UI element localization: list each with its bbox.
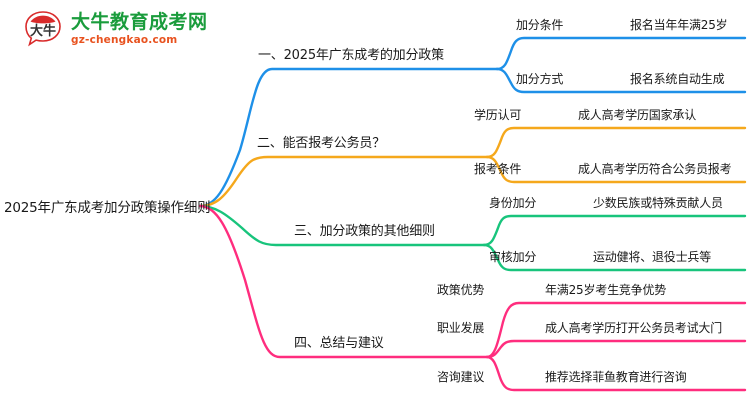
branch-4-child-3-connector [485,355,747,392]
site-logo: 大牛 大牛教育成考网 gz-chengkao.com [22,8,208,50]
branch-2-child-2-connector [485,155,747,184]
logo-title: 大牛教育成考网 [71,10,208,33]
sub-label-3-1[interactable]: 身份加分 [489,196,537,210]
sub-desc-2-2[interactable]: 成人高考学历符合公务员报考 [578,162,732,176]
sub-desc-4-3[interactable]: 推荐选择菲鱼教育进行咨询 [545,370,687,384]
sub-label-4-2[interactable]: 职业发展 [437,321,485,335]
branch-3-trunk [198,204,486,247]
logo-subtitle: gz-chengkao.com [71,33,178,46]
branch-1-child-1-connector [495,36,747,71]
sub-label-3-2[interactable]: 审核加分 [489,250,537,264]
sub-desc-4-1[interactable]: 年满25岁考生竞争优势 [545,283,667,297]
sub-desc-1-1[interactable]: 报名当年年满25岁 [630,18,728,32]
branch-3-child-2-connector [482,243,747,272]
sub-label-4-1[interactable]: 政策优势 [437,283,485,297]
svg-text:大牛: 大牛 [30,23,56,39]
logo-speech-bubble-icon: 大牛 [25,11,61,47]
branch-node-4[interactable]: 四、总结与建议 [294,336,384,351]
sub-desc-2-1[interactable]: 成人高考学历国家承认 [578,108,697,122]
branch-4-trunk [198,204,489,359]
sub-desc-1-2[interactable]: 报名系统自动生成 [630,72,725,86]
logo-mark-icon: 大牛 [22,8,64,50]
root-node-label[interactable]: 2025年广东成考加分政策操作细则 [4,200,211,216]
branch-1-child-2-connector [495,67,747,94]
branch-4-child-2-connector [485,339,747,359]
sub-label-2-2[interactable]: 报考条件 [474,162,522,176]
logo-text: 大牛教育成考网 gz-chengkao.com [71,10,208,46]
sub-label-4-3[interactable]: 咨询建议 [437,370,485,384]
branch-2-trunk [198,155,489,208]
sub-label-1-2[interactable]: 加分方式 [516,72,564,86]
branch-3-child-1-connector [482,214,747,247]
sub-desc-3-2[interactable]: 运动健将、退役士兵等 [593,250,712,264]
branch-node-2[interactable]: 二、能否报考公务员？ [257,136,386,151]
sub-desc-4-2[interactable]: 成人高考学历打开公务员考试大门 [545,321,723,335]
branch-1-trunk [198,67,499,208]
branch-4-child-1-connector [485,301,747,359]
sub-label-2-1[interactable]: 学历认可 [474,108,522,122]
branch-2-child-1-connector [485,126,747,159]
sub-label-1-1[interactable]: 加分条件 [516,18,564,32]
sub-desc-3-1[interactable]: 少数民族或特殊贡献人员 [593,196,723,210]
branch-node-3[interactable]: 三、加分政策的其他细则 [294,224,435,239]
branch-node-1[interactable]: 一、2025年广东成考的加分政策 [258,48,444,63]
